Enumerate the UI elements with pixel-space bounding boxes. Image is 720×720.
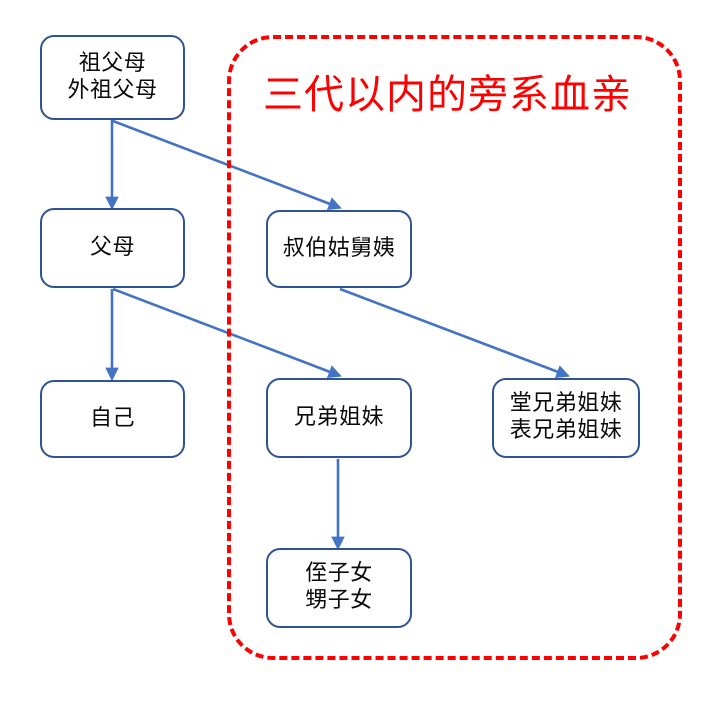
node-label-line2: 甥子女 xyxy=(305,588,373,613)
node-label-line1: 叔伯姑舅姨 xyxy=(282,235,396,261)
node-nephews-nieces[interactable]: 侄子女甥子女 xyxy=(266,548,412,628)
node-siblings[interactable]: 兄弟姐妹 xyxy=(266,378,412,458)
collateral-relatives-group-title: 三代以内的旁系血亲 xyxy=(263,72,632,118)
node-label-line2: 外祖父母 xyxy=(67,77,158,103)
node-grandparents[interactable]: 祖父母外祖父母 xyxy=(40,35,185,120)
node-label-line1: 兄弟姐妹 xyxy=(293,404,384,430)
node-label-line1: 侄子女 xyxy=(305,561,373,587)
node-label-line1: 父母 xyxy=(89,234,135,260)
node-label-line1: 祖父母 xyxy=(78,50,147,76)
node-label-line1: 自己 xyxy=(89,405,135,431)
node-label-line2: 表兄弟姐妹 xyxy=(509,418,623,443)
node-cousins[interactable]: 堂兄弟姐妹表兄弟姐妹 xyxy=(492,378,640,458)
node-label-line1: 堂兄弟姐妹 xyxy=(509,391,623,417)
node-parents[interactable]: 父母 xyxy=(40,208,185,288)
node-uncles-aunts[interactable]: 叔伯姑舅姨 xyxy=(266,210,412,288)
node-self[interactable]: 自己 xyxy=(40,380,185,458)
